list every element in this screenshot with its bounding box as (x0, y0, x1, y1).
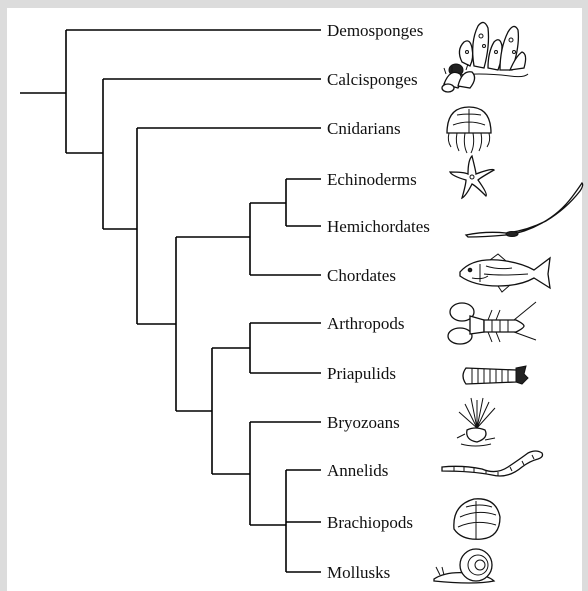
label-chordates: Chordates (327, 266, 396, 285)
fish-icon (460, 254, 550, 292)
label-demosponges: Demosponges (327, 21, 423, 40)
label-annelids: Annelids (327, 461, 388, 480)
brachiopod-shell-icon (454, 499, 500, 539)
bryozoan-icon (457, 398, 495, 446)
sea-star-icon (450, 156, 494, 198)
label-priapulids: Priapulids (327, 364, 396, 383)
label-echinoderms: Echinoderms (327, 170, 417, 189)
label-calcisponges: Calcisponges (327, 70, 418, 89)
label-bryozoans: Bryozoans (327, 413, 400, 432)
label-brachiopods: Brachiopods (327, 513, 413, 532)
tree-branches (20, 30, 321, 572)
sponge-icon (449, 22, 528, 76)
label-mollusks: Mollusks (327, 563, 390, 582)
snail-icon (434, 549, 494, 583)
lobster-icon (448, 302, 536, 344)
label-cnidarians: Cnidarians (327, 119, 401, 138)
jellyfish-icon (447, 107, 491, 153)
priapulid-worm-icon (463, 366, 528, 384)
leaf-labels: Demosponges Calcisponges Cnidarians Echi… (327, 21, 430, 582)
earthworm-icon (442, 451, 543, 476)
label-arthropods: Arthropods (327, 314, 404, 333)
label-hemichordates: Hemichordates (327, 217, 430, 236)
